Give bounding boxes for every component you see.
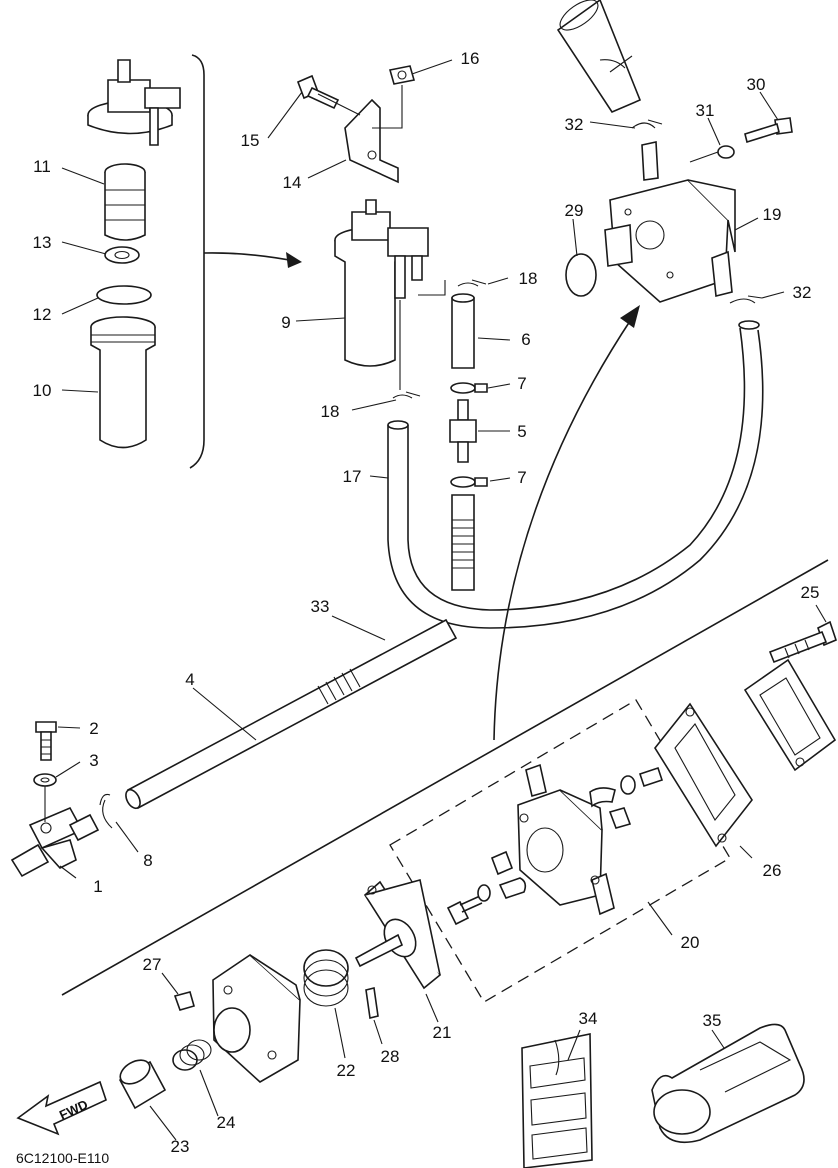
washer-31-drawing <box>717 145 735 159</box>
filter-nut-drawing <box>104 246 140 264</box>
clamp-7-lower-drawing <box>450 476 476 488</box>
label-34-drawing <box>521 1033 593 1168</box>
group-arrow-head <box>286 252 302 268</box>
callout-21: 21 <box>433 1023 452 1042</box>
filter-element-drawing <box>104 163 146 241</box>
callout-35: 35 <box>703 1011 722 1030</box>
callout-7-lower: 7 <box>517 468 526 487</box>
callout-23: 23 <box>171 1137 190 1156</box>
clamp-7-upper-drawing <box>450 382 476 394</box>
callout-7-upper: 7 <box>517 374 526 393</box>
clip-18-drawing <box>457 279 487 287</box>
callout-16: 16 <box>461 49 480 68</box>
bolt-2-drawing <box>35 721 57 761</box>
callout-12: 12 <box>33 305 52 324</box>
cowling-edge-line <box>61 559 829 996</box>
callout-28: 28 <box>381 1047 400 1066</box>
hose-4-drawing <box>125 618 458 810</box>
callout-numbers: 1 2 3 4 5 6 7 7 8 9 10 11 12 13 14 15 16… <box>33 49 820 1156</box>
callout-18-lower: 18 <box>321 402 340 421</box>
diaphragm-21-drawing <box>354 879 442 990</box>
fuel-pump-19-drawing <box>604 141 736 303</box>
bracket-14-drawing <box>344 98 399 184</box>
assembly-guideline <box>317 85 403 129</box>
callout-8: 8 <box>143 851 152 870</box>
hose-6-drawing <box>451 297 475 369</box>
pump-small-parts <box>446 766 664 926</box>
fuel-filter-drawing <box>334 199 429 367</box>
cover-35-drawing <box>651 1023 805 1144</box>
callout-9: 9 <box>281 313 290 332</box>
callout-10: 10 <box>33 381 52 400</box>
clip-18-lower-drawing <box>392 391 421 399</box>
callout-26: 26 <box>763 861 782 880</box>
hose-17-inner <box>407 327 746 611</box>
check-valve-5-drawing <box>449 399 477 463</box>
callout-25: 25 <box>801 583 820 602</box>
callout-18-upper: 18 <box>519 269 538 288</box>
pin-28-drawing <box>365 987 379 1019</box>
callout-32-lower: 32 <box>793 283 812 302</box>
callout-11: 11 <box>33 157 51 176</box>
bolt-15-drawing <box>296 74 340 110</box>
upper-hose-drawing <box>556 0 642 113</box>
clip-32-lower-drawing <box>729 295 763 304</box>
group-bracket <box>189 54 205 469</box>
fwd-arrow: FWD <box>16 1080 107 1136</box>
callout-29: 29 <box>565 201 584 220</box>
group-20-boundary <box>389 699 731 1003</box>
leader-lines <box>55 59 827 1141</box>
callout-20: 20 <box>681 933 700 952</box>
callout-13: 13 <box>33 233 52 252</box>
filter-cap-drawing <box>87 59 181 146</box>
assembly-arrow-head <box>620 305 640 328</box>
callout-19: 19 <box>763 205 782 224</box>
callout-1: 1 <box>93 877 102 896</box>
bolt-30-drawing <box>744 117 793 144</box>
o-ring-12-drawing <box>96 285 152 305</box>
bolt-25-drawing <box>768 620 837 664</box>
callout-27: 27 <box>143 955 162 974</box>
callout-5: 5 <box>517 422 526 441</box>
callout-34: 34 <box>579 1009 598 1028</box>
callout-17: 17 <box>343 467 362 486</box>
cover-plate-drawing <box>743 658 837 772</box>
assembly-arrow <box>493 317 633 741</box>
clip-32-upper-drawing <box>631 119 663 129</box>
callout-31: 31 <box>696 101 715 120</box>
o-ring-29-drawing <box>565 253 597 297</box>
callout-14: 14 <box>283 173 302 192</box>
spring-22-drawing <box>303 949 349 1007</box>
nut-27-drawing <box>173 991 195 1011</box>
nut-16-drawing <box>388 65 416 85</box>
callout-24: 24 <box>217 1113 236 1132</box>
callout-4: 4 <box>185 670 194 689</box>
filter-cup-drawing <box>90 316 156 449</box>
spring-24-drawing <box>172 1039 212 1071</box>
diagram-code: 6C12100-E110 <box>16 1150 109 1166</box>
corrugated-hose-drawing <box>451 494 475 591</box>
clip-8-drawing <box>99 793 113 829</box>
gasket-26-drawing <box>654 702 753 848</box>
callout-6: 6 <box>521 330 530 349</box>
callout-33: 33 <box>311 597 330 616</box>
callout-2: 2 <box>89 719 98 738</box>
callout-32-upper: 32 <box>565 115 584 134</box>
group-arrow <box>203 252 301 263</box>
hose-17-drawing <box>387 329 764 629</box>
rear-housing-drawing <box>212 953 301 1083</box>
washer-3-drawing <box>33 773 57 787</box>
fitting-1-drawing <box>10 806 100 878</box>
pump-body-20-drawing <box>517 763 615 916</box>
callout-15: 15 <box>241 131 260 150</box>
callout-22: 22 <box>337 1061 356 1080</box>
callout-30: 30 <box>747 75 766 94</box>
callout-3: 3 <box>89 751 98 770</box>
plunger-23-drawing <box>118 1059 167 1110</box>
